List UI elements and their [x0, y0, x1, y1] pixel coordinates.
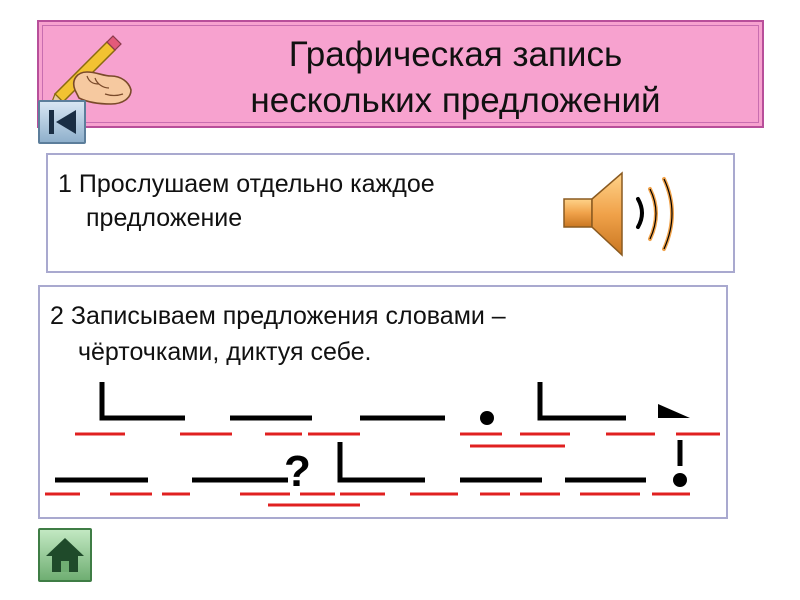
step-2-line-1: 2 Записываем предложения словами – — [50, 302, 506, 330]
dash-capital-2 — [537, 382, 626, 421]
sentence-dash-diagram: ? — [45, 382, 720, 507]
exclamation-dot — [673, 473, 687, 487]
back-to-start-icon — [49, 110, 76, 134]
title-line-1: Графическая запись — [288, 35, 623, 74]
step-1-line-1: 1 Прослушаем отдельно каждое — [58, 170, 435, 198]
home-icon — [46, 538, 84, 572]
back-button[interactable] — [38, 100, 86, 144]
title-banner: Графическая запись нескольких предложени… — [37, 20, 764, 128]
step-2-line-2: чёрточками, диктуя себе. — [78, 338, 372, 366]
title-line-2: нескольких предложений — [250, 81, 661, 120]
dash-capital-1 — [99, 382, 185, 421]
speaker-icon[interactable] — [558, 165, 698, 265]
home-button[interactable] — [38, 528, 92, 582]
question-mark: ? — [284, 447, 311, 496]
page-title: Графическая запись нескольких предложени… — [159, 32, 752, 124]
period-dot — [480, 411, 494, 425]
hand-with-pencil-icon — [48, 35, 132, 109]
step-1-line-2: предложение — [86, 204, 243, 232]
sentence-end-mark — [658, 404, 690, 418]
